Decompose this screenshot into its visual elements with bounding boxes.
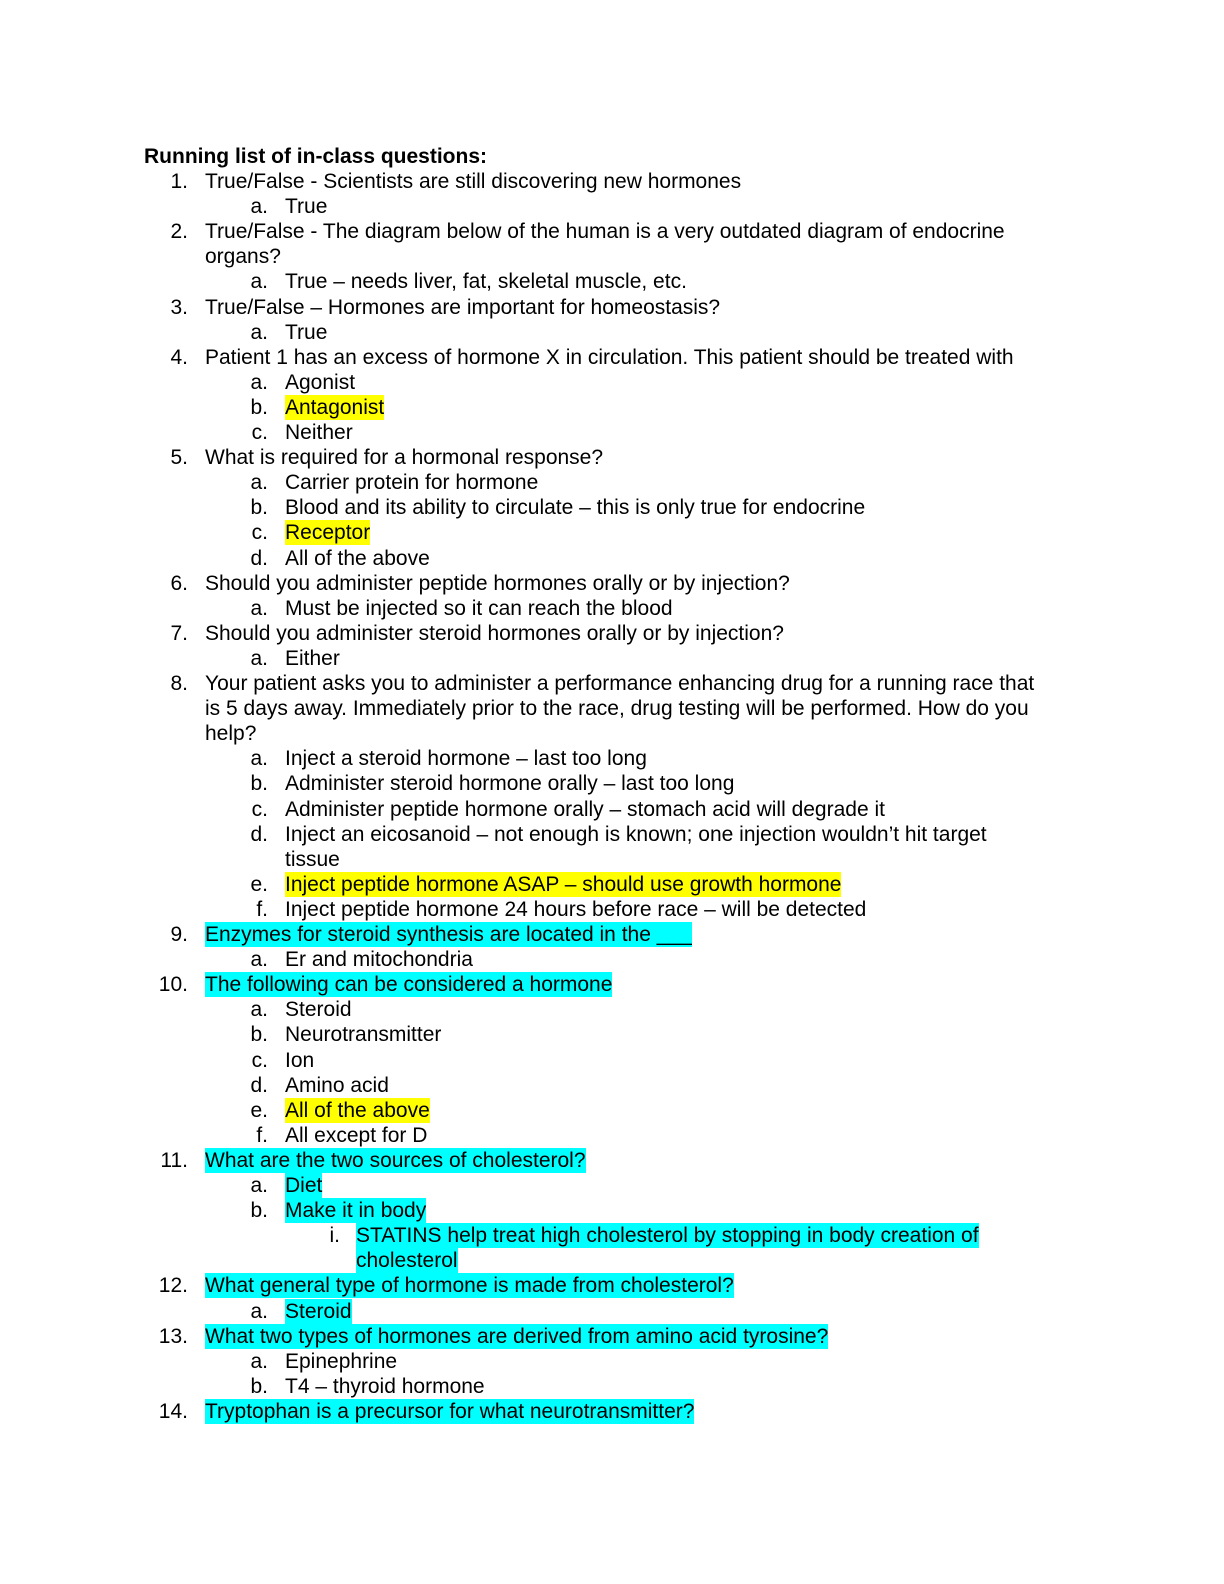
highlighted-item-text: Make it in body <box>285 1198 427 1224</box>
highlighted-item-text: What two types of hormones are derived f… <box>205 1323 829 1349</box>
list-item-text: True – needs liver, fat, skeletal muscle… <box>285 270 687 294</box>
list-item-text: Amino acid <box>285 1073 389 1097</box>
list-item-text: Epinephrine <box>285 1349 398 1373</box>
list-item-text: True/False – Hormones are important for … <box>205 295 721 319</box>
list-marker: a. <box>250 1349 268 1373</box>
page-title: Running list of in-class questions: <box>144 145 488 168</box>
list-marker: a. <box>250 1174 268 1197</box>
highlighted-item-text: Inject peptide hormone ASAP – should use… <box>285 871 842 897</box>
list-item-text: All except for D <box>285 1123 428 1147</box>
list-marker: 2. <box>170 220 188 244</box>
list-item-text: True/False - Scientists are still discov… <box>205 170 742 193</box>
list-item-text: Must be injected so it can reach the blo… <box>285 596 673 620</box>
list-marker: 13. <box>158 1324 188 1348</box>
list-marker: a. <box>250 471 268 495</box>
list-marker: a. <box>250 646 268 670</box>
list-marker: 11. <box>160 1148 188 1172</box>
list-item-text: Er and mitochondria <box>285 948 473 972</box>
list-marker: c. <box>251 521 268 545</box>
list-item-text: is 5 days away. Immediately prior to the… <box>205 697 1029 721</box>
list-item-text: Inject peptide hormone 24 hours before r… <box>285 897 867 921</box>
list-item-text: True <box>285 320 328 344</box>
list-marker: b. <box>250 1023 268 1047</box>
list-item-text: T4 – thyroid hormone <box>285 1374 485 1398</box>
list-marker: 10. <box>158 973 188 997</box>
list-marker: f. <box>256 897 268 921</box>
list-item-text: help? <box>205 722 257 746</box>
list-item-text: Patient 1 has an excess of hormone X in … <box>205 345 1014 369</box>
list-item-text: Administer steroid hormone orally – last… <box>285 772 735 796</box>
list-marker: b. <box>250 395 268 419</box>
list-item-text: All of the above <box>285 546 430 570</box>
list-marker: d. <box>250 1073 268 1097</box>
list-marker: 6. <box>170 571 188 595</box>
list-marker: 4. <box>170 345 188 369</box>
list-item-text: Administer peptide hormone orally – stom… <box>285 797 885 821</box>
highlighted-item-text: The following can be considered a hormon… <box>205 972 613 998</box>
list-item-text: Should you administer steroid hormones o… <box>205 621 784 645</box>
list-marker: a. <box>250 370 268 394</box>
list-marker: i. <box>329 1224 341 1248</box>
list-item-text: organs? <box>205 245 281 269</box>
list-marker: b. <box>250 1199 268 1223</box>
highlighted-item-text: Tryptophan is a precursor for what neuro… <box>205 1398 695 1424</box>
list-marker: c. <box>251 421 268 444</box>
list-marker: 9. <box>170 923 188 946</box>
list-marker: c. <box>251 1048 268 1072</box>
list-marker: a. <box>250 270 268 294</box>
list-marker: 8. <box>170 672 188 695</box>
highlighted-item-text: STATINS help treat high cholesterol by s… <box>356 1223 979 1249</box>
list-marker: 5. <box>170 446 188 470</box>
list-marker: a. <box>250 948 268 972</box>
highlighted-item-text: What general type of hormone is made fro… <box>205 1273 734 1299</box>
list-marker: e. <box>250 1098 268 1122</box>
list-marker: 14. <box>158 1399 188 1423</box>
list-item-text: Steroid <box>285 998 352 1022</box>
list-item-text: tissue <box>285 847 340 871</box>
list-marker: e. <box>250 872 268 896</box>
highlighted-item-text: Enzymes for steroid synthesis are locate… <box>205 922 692 947</box>
list-marker: a. <box>250 1299 268 1323</box>
list-marker: a. <box>250 195 268 219</box>
list-item-text: Neither <box>285 421 353 444</box>
highlighted-item-text: Receptor <box>285 520 371 546</box>
list-item-text: Either <box>285 646 340 670</box>
highlighted-item-text: Diet <box>285 1173 323 1198</box>
highlighted-item-text: All of the above <box>285 1097 430 1123</box>
list-item-text: Inject an eicosanoid – not enough is kno… <box>285 822 987 846</box>
highlighted-item-text: What are the two sources of cholesterol? <box>205 1147 586 1173</box>
list-item-text: Your patient asks you to administer a pe… <box>205 672 1035 695</box>
list-item-text: True <box>285 195 328 219</box>
highlighted-item-text: Steroid <box>285 1298 352 1324</box>
list-item-text: Agonist <box>285 370 356 394</box>
list-marker: a. <box>250 747 268 771</box>
list-marker: b. <box>250 772 268 796</box>
list-item-text: Carrier protein for hormone <box>285 471 539 495</box>
list-marker: d. <box>250 822 268 846</box>
list-marker: a. <box>250 998 268 1022</box>
list-marker: 7. <box>170 621 188 645</box>
highlighted-item-text: cholesterol <box>356 1248 458 1274</box>
list-marker: 1. <box>170 170 188 193</box>
list-marker: c. <box>251 797 268 821</box>
list-marker: 12. <box>158 1274 188 1298</box>
list-marker: b. <box>250 1374 268 1398</box>
list-item-text: Ion <box>285 1048 315 1072</box>
highlighted-item-text: Antagonist <box>285 394 385 420</box>
list-marker: a. <box>250 596 268 620</box>
list-marker: b. <box>250 496 268 520</box>
list-item-text: Inject a steroid hormone – last too long <box>285 747 647 771</box>
list-marker: a. <box>250 320 268 344</box>
list-item-text: True/False - The diagram below of the hu… <box>205 220 1005 244</box>
list-item-text: Neurotransmitter <box>285 1023 442 1047</box>
list-item-text: Should you administer peptide hormones o… <box>205 571 790 595</box>
list-marker: f. <box>256 1123 268 1147</box>
list-marker: 3. <box>170 295 188 319</box>
list-marker: d. <box>250 546 268 570</box>
list-item-text: What is required for a hormonal response… <box>205 446 604 470</box>
list-item-text: Blood and its ability to circulate – thi… <box>285 496 866 520</box>
